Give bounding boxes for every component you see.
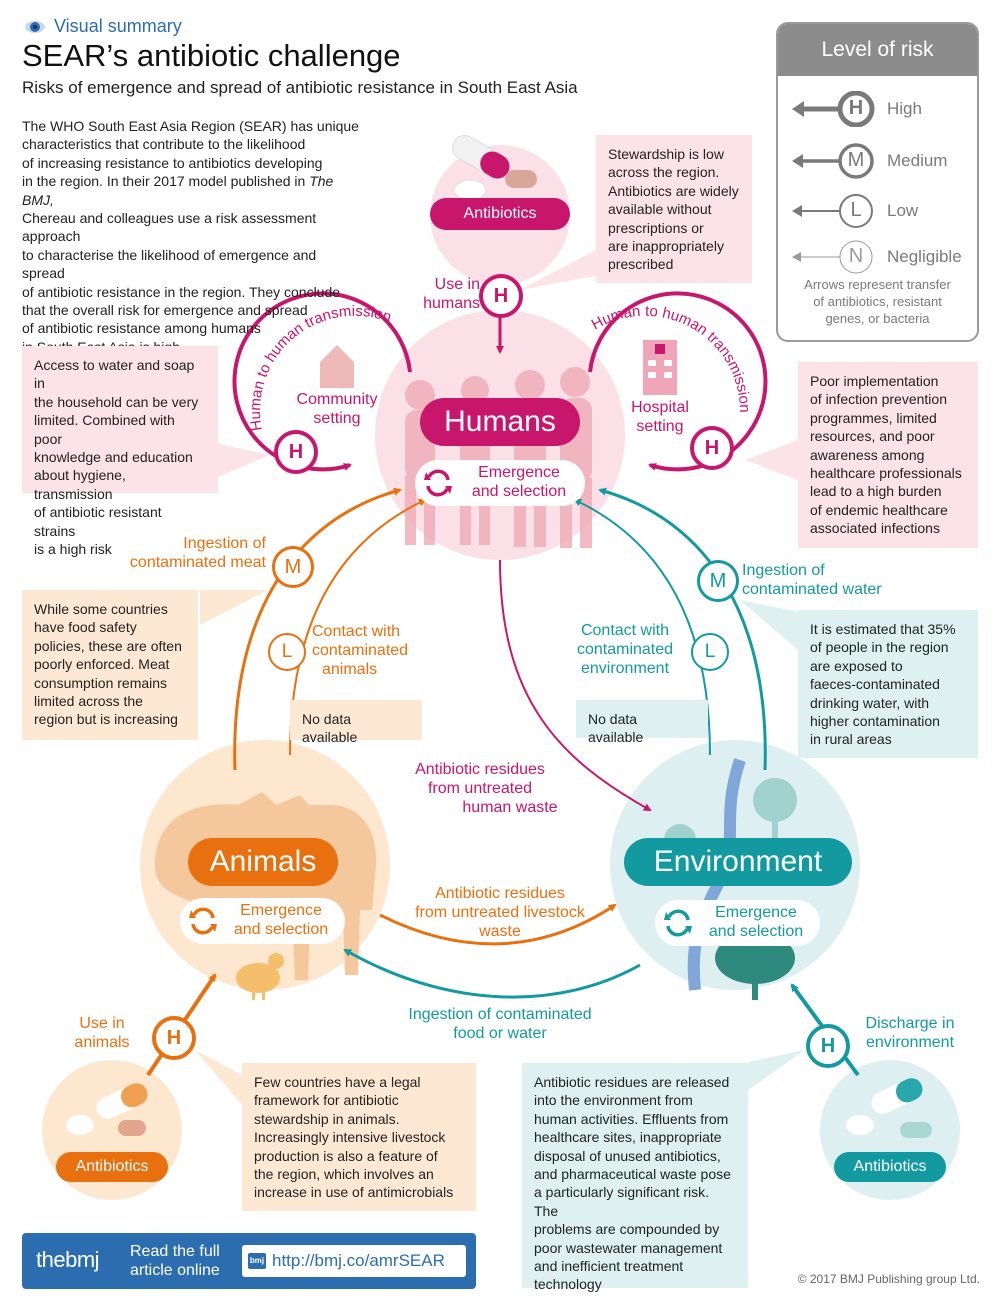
pointer-food-safety [200, 590, 268, 625]
bmj-logo: thebmj [36, 1247, 100, 1272]
humans-label: Humans [420, 398, 580, 446]
risk-badge-use-humans: H [479, 274, 523, 318]
pill-humans-icon [452, 135, 537, 201]
pointer-water-soap [215, 443, 270, 478]
risk-badge-ingest-meat: M [272, 546, 314, 588]
cycle-icon [189, 907, 217, 935]
no-data-environment-box: No data available [576, 700, 708, 745]
environment-label: Environment [624, 838, 852, 886]
pointer-stewardship [520, 248, 600, 290]
risk-badge-use-animals: H [152, 1016, 196, 1060]
article-url[interactable]: http://bmj.co/amrSEAR [272, 1251, 445, 1270]
pill-environment-icon [846, 1078, 932, 1138]
pill-animals-icon [66, 1083, 148, 1136]
antibiotics-animals-pill: Antibiotics [56, 1152, 168, 1182]
pointer-legal [195, 1050, 242, 1105]
pointer-infection [745, 440, 798, 480]
residues-livestock-arrow [379, 903, 617, 946]
animals-label: Animals [188, 838, 338, 886]
chicken-icon [236, 953, 284, 1000]
antibiotics-humans-pill: Antibiotics [430, 198, 570, 230]
faeces-water-box: It is estimated that 35%of people in the… [798, 610, 978, 758]
page-title: SEAR’s antibiotic challenge [22, 38, 401, 73]
page-subtitle: Risks of emergence and spread of antibio… [22, 78, 578, 97]
hospital-icon [643, 340, 677, 395]
legend-title: Level of risk [778, 24, 977, 76]
cycle-icon [424, 469, 452, 497]
risk-badge-discharge: H [806, 1024, 850, 1068]
article-link[interactable]: bmj http://bmj.co/amrSEAR [242, 1245, 466, 1277]
risk-badge-ingest-water: M [697, 560, 739, 602]
eye-icon [24, 16, 46, 38]
risk-badge-hospital: H [690, 426, 734, 470]
bmj-badge-icon: bmj [248, 1253, 266, 1269]
antibiotics-environment-pill: Antibiotics [834, 1152, 946, 1182]
legend-items: H High M Medium L Low N Negligible [778, 76, 977, 276]
no-data-animals-box: No data available [290, 700, 422, 745]
risk-badge-contact-env: L [691, 633, 729, 671]
legend-item-high: H High [792, 91, 972, 127]
copyright: © 2017 BMJ Publishing group Ltd. [797, 1272, 980, 1286]
risk-badge-community: H [274, 430, 318, 474]
cycle-icon [664, 909, 692, 937]
journal-name: The BMJ, [22, 173, 334, 208]
residues-human-arrow [499, 559, 652, 811]
risk-legend: Level of risk H High M Medium L Low N Ne… [776, 22, 979, 342]
visual-summary-tag: Visual summary [54, 16, 182, 36]
legend-item-negligible: N Negligible [792, 239, 972, 275]
ingest-meat-arrow [233, 487, 402, 771]
pointer-faeces [740, 600, 798, 650]
intro-paragraph: The WHO South East Asia Region (SEAR) ha… [22, 118, 359, 355]
ingest-food-water-arrow [343, 948, 641, 999]
risk-badge-contact-animals: L [268, 633, 306, 671]
legend-item-medium: M Medium [792, 143, 972, 179]
house-icon [320, 345, 354, 388]
pointer-residues-env [748, 1050, 805, 1090]
legend-item-low: L Low [792, 193, 972, 229]
